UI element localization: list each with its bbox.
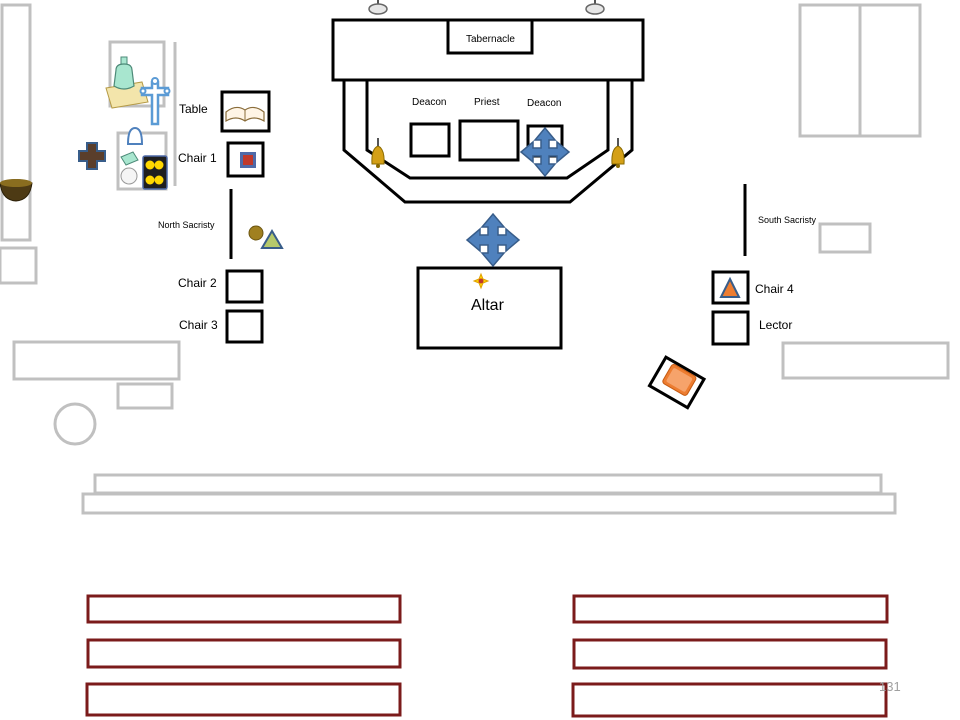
- right-bench: [781, 341, 950, 380]
- left-wall-cabinet: [0, 3, 32, 242]
- candle-icon: [368, 0, 388, 15]
- chair4-label: Chair 4: [755, 282, 794, 296]
- star-icon: [472, 272, 490, 290]
- cross-icon: [139, 77, 171, 126]
- chair4-box: [711, 270, 750, 305]
- bell-icon: [611, 138, 625, 168]
- candle-icon: [142, 155, 168, 190]
- left-bench: [12, 340, 181, 381]
- triangle-icon: [260, 229, 284, 249]
- credence-items: [105, 56, 171, 190]
- priest-label: Priest: [474, 97, 500, 108]
- chair2-box: [225, 269, 264, 304]
- lector-label: Lector: [759, 318, 793, 332]
- chair1-label: Chair 1: [178, 151, 217, 165]
- chair1-box: [226, 141, 265, 178]
- move-arrows-icon: [519, 126, 571, 178]
- rail-upper: [93, 473, 883, 495]
- apse-outer: [342, 80, 634, 204]
- altar-rail: [81, 473, 897, 515]
- left-furniture: [0, 3, 181, 446]
- tabernacle-box: [446, 18, 534, 55]
- lector-box: [711, 310, 750, 346]
- pew-left-2: [86, 638, 402, 669]
- pew-right-3: [571, 682, 888, 718]
- north-sacristy-label: North Sacristy: [158, 220, 215, 230]
- chair2-label: Chair 2: [178, 276, 217, 290]
- ambo: [647, 355, 707, 410]
- move-arrows-icon: [465, 212, 521, 268]
- tabernacle-label: Tabernacle: [466, 34, 515, 45]
- candle-icon: [585, 0, 605, 15]
- deacon-right-label: Deacon: [527, 98, 562, 109]
- right-small-box: [818, 222, 872, 254]
- left-small-box: [0, 246, 38, 285]
- deacon-left-seat: [409, 122, 451, 158]
- deacon-left-label: Deacon: [412, 97, 447, 108]
- chair3-label: Chair 3: [179, 318, 218, 332]
- reredos: [331, 18, 645, 82]
- rail-lower: [81, 492, 897, 515]
- red-square-marker: [240, 152, 256, 168]
- baptismal-font: [53, 402, 97, 446]
- pew-left-3: [85, 682, 402, 717]
- table-box: [220, 90, 271, 133]
- pew-right-2: [572, 638, 888, 670]
- candle-stands: [368, 0, 605, 15]
- right-furniture: [781, 3, 950, 380]
- pew-left-1: [86, 594, 402, 624]
- pew-right-1: [572, 594, 889, 624]
- book-icon: [225, 106, 265, 123]
- left-stool: [116, 382, 174, 410]
- priest-seat: [458, 119, 520, 162]
- pews: [85, 594, 889, 718]
- bowl-icon: [0, 179, 33, 202]
- triangle-icon: [719, 276, 741, 298]
- south-sacristy-label: South Sacristy: [758, 215, 817, 225]
- altar-box: [416, 266, 563, 350]
- credence-box-top: [108, 40, 166, 108]
- side-structures: [220, 90, 750, 350]
- altar-label: Altar: [471, 297, 504, 314]
- table-label: Table: [179, 102, 208, 116]
- apse-inner: [365, 80, 610, 180]
- apse: [342, 80, 634, 204]
- bell-icon: [371, 138, 385, 168]
- tabernacle-structure: [331, 18, 645, 82]
- cross-icon: [78, 142, 106, 170]
- page-number: 131: [879, 679, 901, 694]
- chair3-box: [225, 309, 264, 344]
- cruet-icon: [113, 56, 135, 90]
- north-sacristy-items: [248, 225, 284, 249]
